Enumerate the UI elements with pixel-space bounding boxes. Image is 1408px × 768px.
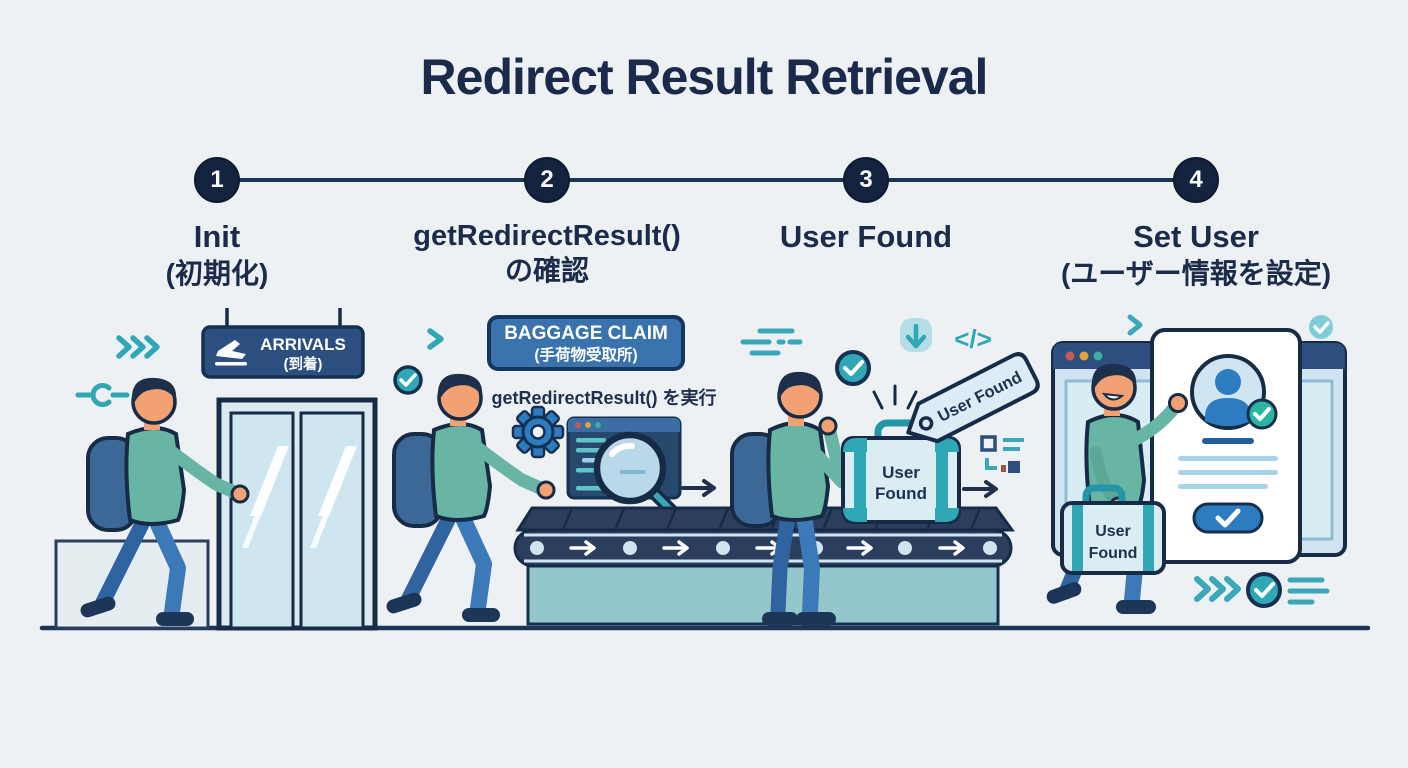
- carried-suitcase-label-1: User: [1095, 523, 1131, 540]
- step-4-label: Set User: [1133, 219, 1259, 254]
- step-2-circle: 2: [524, 157, 570, 203]
- qr-icon: [980, 435, 1024, 473]
- step-2: 2 getRedirectResult() の確認: [357, 157, 737, 287]
- sparkle-icon: [872, 384, 918, 410]
- page-title: Redirect Result Retrieval: [420, 49, 989, 105]
- step-4: 4 Set User (ユーザー情報を設定): [1006, 157, 1386, 290]
- stepper-connector: [217, 178, 1193, 182]
- commit-icon: [75, 383, 130, 407]
- step-3-label: User Found: [779, 219, 953, 254]
- step-4-number: 4: [1189, 166, 1203, 193]
- chevron-icon: [427, 328, 444, 350]
- download-icon: [900, 318, 932, 352]
- gear-icon: [511, 405, 565, 459]
- check-badge-icon: [1246, 398, 1278, 430]
- confirm-button[interactable]: [1192, 502, 1264, 534]
- baggage-subtitle: (手荷物受取所): [534, 345, 637, 364]
- step-4-circle: 4: [1173, 157, 1219, 203]
- code-caption: getRedirectResult() を実行: [491, 387, 716, 408]
- sliding-door: [216, 397, 378, 631]
- arrow-icon: [681, 479, 716, 497]
- step-3-number: 3: [859, 166, 873, 193]
- luggage-tag: User Found: [906, 352, 1040, 444]
- belt-suitcase-label-2: Found: [875, 484, 927, 503]
- speed-lines-icon: [740, 328, 803, 356]
- baggage-claim-sign: BAGGAGE CLAIM (手荷物受取所): [487, 315, 685, 371]
- arrivals-title: ARRIVALS: [260, 335, 346, 354]
- card-text-line: [1178, 456, 1278, 461]
- step-1: 1 Init (初期化): [27, 157, 407, 290]
- arrivals-subtitle: (到着): [284, 355, 323, 373]
- arrow-icon-2: [962, 480, 998, 498]
- traveler-4: User Found: [1046, 363, 1188, 614]
- check-circle-icon: [393, 365, 423, 395]
- avatar: [1190, 354, 1266, 430]
- profile-card: [1150, 328, 1302, 564]
- card-text-line: [1178, 470, 1278, 475]
- carried-suitcase-label-2: Found: [1089, 545, 1138, 562]
- step-1-circle: 1: [194, 157, 240, 203]
- step-3-circle: 3: [843, 157, 889, 203]
- step-2-sublabel: の確認: [504, 255, 589, 287]
- step-1-sublabel: (初期化): [165, 257, 269, 289]
- baggage-title: BAGGAGE CLAIM: [504, 323, 668, 344]
- step-2-label: getRedirectResult(): [413, 220, 681, 252]
- check-circle-icon-3: [1309, 315, 1333, 339]
- step-1-number: 1: [210, 166, 224, 193]
- card-name-line: [1202, 438, 1254, 444]
- carried-suitcase: User Found: [1060, 484, 1166, 575]
- step-1-label: Init: [193, 219, 241, 254]
- belt-suitcase-label-1: User: [882, 463, 920, 482]
- check-circle-icon-2: [835, 350, 871, 386]
- step-4-sublabel: (ユーザー情報を設定): [1060, 257, 1332, 289]
- chevrons-icon: [116, 335, 160, 359]
- step-3: 3 User Found: [676, 157, 1056, 258]
- step-2-number: 2: [540, 166, 554, 193]
- check-circle-icon-4: [1246, 572, 1282, 608]
- chevron-icon-2: [1127, 314, 1143, 336]
- chevrons-icon-2: [1194, 576, 1241, 602]
- text-lines-icon: [1287, 577, 1330, 605]
- arrivals-sign: ARRIVALS (到着): [201, 308, 365, 379]
- traveler-3: [730, 371, 849, 626]
- code-tag-icon: </>: [954, 324, 992, 354]
- arrivals-plane-icon: [215, 340, 247, 366]
- card-text-line: [1178, 484, 1268, 489]
